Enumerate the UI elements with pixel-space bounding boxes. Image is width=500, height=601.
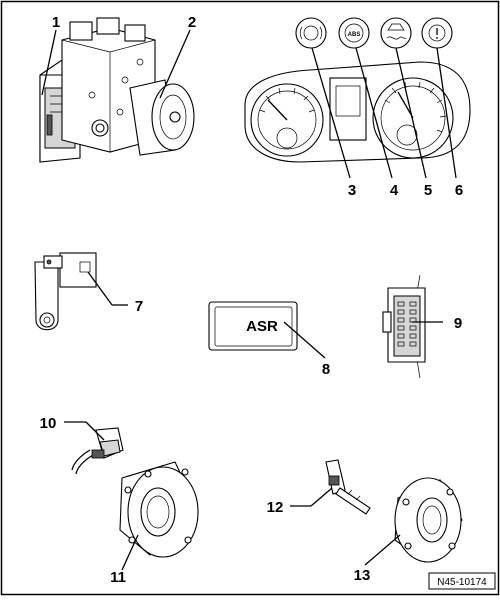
label-1: 1 — [52, 14, 60, 31]
label-5: 5 — [424, 182, 432, 199]
abs-hydraulic-unit — [39, 17, 195, 163]
warning-lamp-esp — [380, 17, 412, 49]
label-3: 3 — [348, 182, 356, 199]
wheel-speed-sensor-rear — [325, 459, 371, 515]
label-7: 7 — [135, 298, 143, 315]
wheel-speed-sensor-front — [71, 427, 124, 475]
reference-code-box — [428, 572, 496, 590]
abs-lamp-text: ABS — [348, 32, 361, 38]
label-6: 6 — [455, 182, 463, 199]
warning-lamp-abs: ABS — [338, 17, 370, 49]
reference-code: N45-10174 — [437, 577, 487, 588]
label-10: 10 — [40, 415, 57, 432]
label-13: 13 — [354, 567, 371, 584]
brake-light-switch — [34, 252, 97, 331]
connector — [382, 274, 426, 379]
label-2: 2 — [188, 14, 196, 31]
asr-button: ASR — [208, 301, 298, 351]
label-4: 4 — [390, 182, 399, 199]
label-8: 8 — [322, 361, 330, 378]
label-11: 11 — [110, 569, 126, 586]
asr-button-label: ASR — [246, 318, 278, 335]
label-9: 9 — [454, 315, 462, 332]
warning-lamp-3 — [295, 17, 327, 49]
front-wheel-hub — [119, 461, 199, 558]
warning-lamp-brake — [421, 17, 453, 49]
label-12: 12 — [267, 499, 284, 516]
rear-wheel-hub — [394, 477, 463, 563]
instrument-cluster — [244, 61, 471, 163]
